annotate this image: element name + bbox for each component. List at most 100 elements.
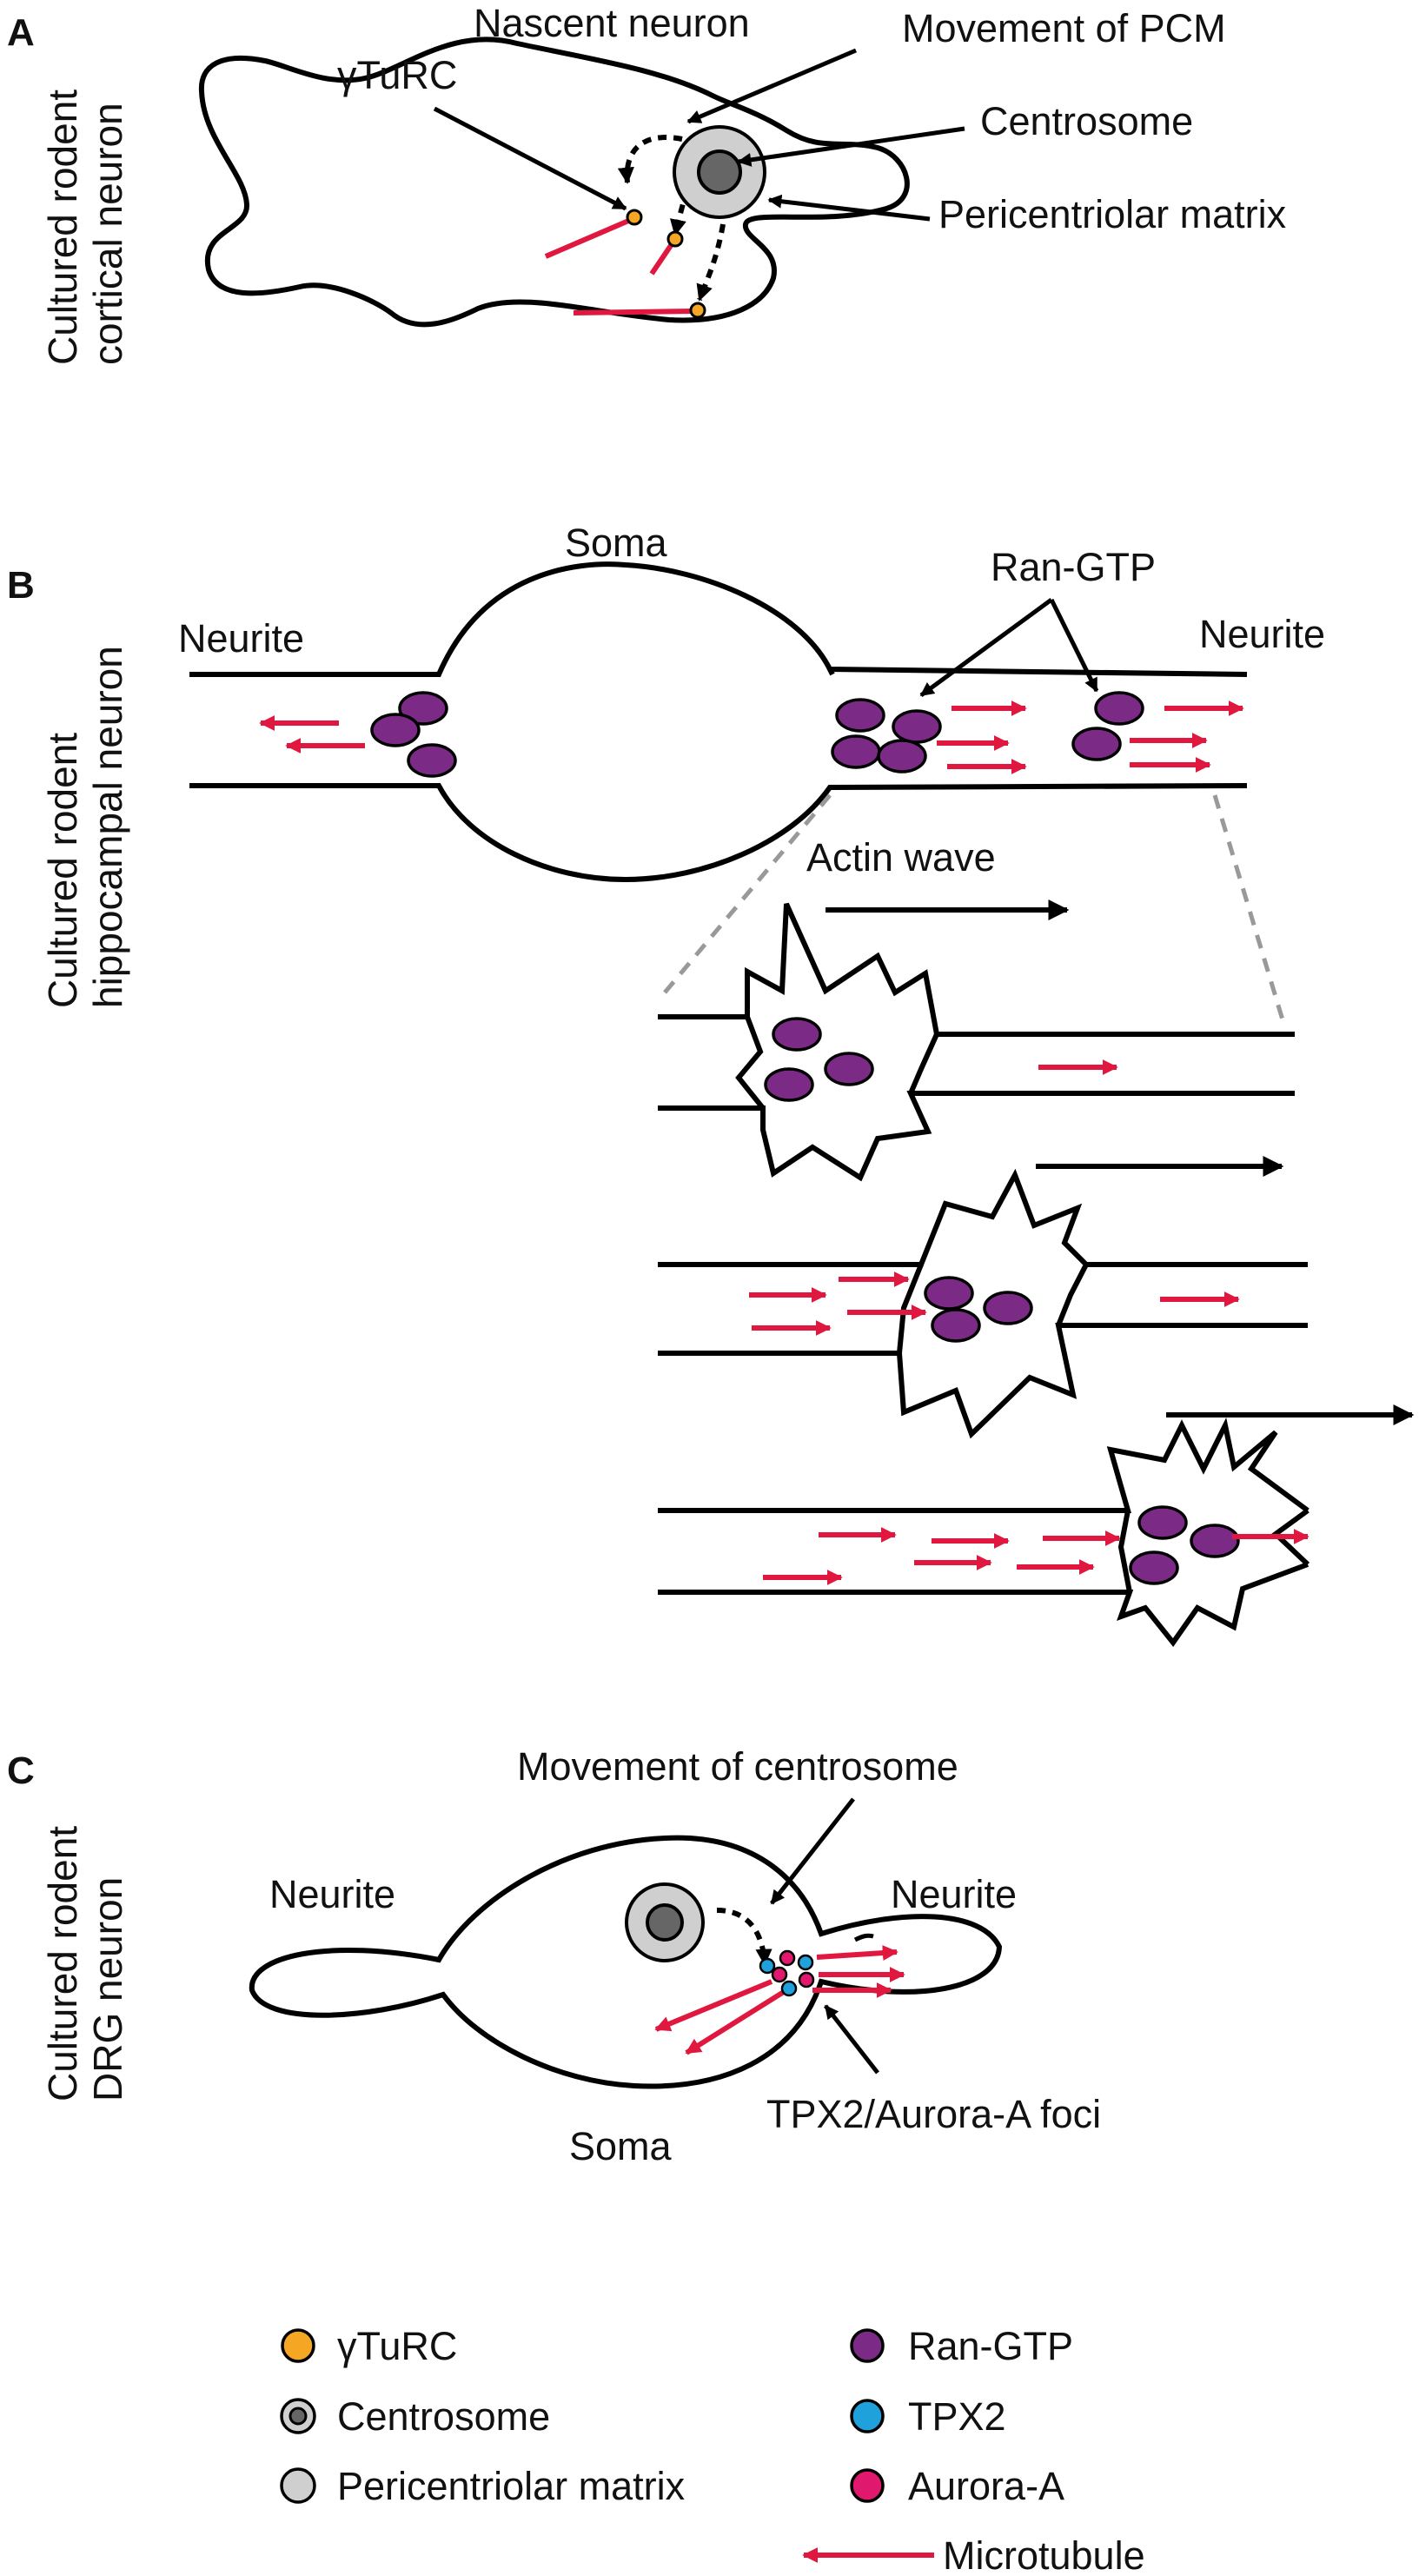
gamma-turc-swatch <box>281 2328 315 2363</box>
ran-gtp <box>831 734 881 769</box>
microtubule <box>544 216 634 259</box>
centrosome-pointer <box>737 126 965 167</box>
panel-b-letter: B <box>7 564 35 607</box>
tpx2-swatch <box>850 2399 885 2433</box>
microtubule-arrows <box>259 700 1244 774</box>
ran-gtp <box>1071 727 1122 761</box>
centrosome <box>697 149 742 195</box>
legend-item-gamma-turc: γTuRC <box>281 2324 457 2368</box>
panel-a-letter: A <box>7 11 35 54</box>
gamma-turc <box>626 209 643 226</box>
foci-pointer <box>824 2004 879 2075</box>
legend: γTuRC Centrosome Pericentriolar matrix R… <box>280 2324 1145 2576</box>
legend-item-tpx2: TPX2 <box>850 2394 1006 2439</box>
drg-neuron-outline <box>249 1835 1003 2089</box>
ran-gtp-pointer <box>919 597 1053 698</box>
pcm-movement-path <box>696 223 726 302</box>
svg-text:TPX2: TPX2 <box>908 2394 1006 2439</box>
neurite-pointer <box>853 1933 874 1942</box>
ran-gtp <box>931 1308 981 1343</box>
microtubule <box>649 240 676 276</box>
neurite-right-label: Neurite <box>891 1872 1017 1916</box>
tpx2-aurora-foci <box>759 1949 815 1997</box>
ran-gtp-swatch <box>850 2328 885 2363</box>
microtubule <box>654 1979 773 2032</box>
ran-gtp <box>877 739 927 773</box>
pcm-pointer <box>767 194 931 222</box>
ran-gtp <box>772 1017 822 1052</box>
pcm-swatch <box>280 2467 316 2504</box>
legend-item-aurora-a: Aurora-A <box>850 2464 1064 2508</box>
centrosome-movement-path <box>716 1908 772 1966</box>
panel-c-letter: C <box>7 1749 35 1792</box>
movement-pcm-label: Movement of PCM <box>902 6 1226 50</box>
ran-gtp <box>1094 691 1144 726</box>
microtubule <box>816 1945 898 1962</box>
svg-text:Microtubule: Microtubule <box>943 2533 1145 2576</box>
movement-centrosome-pointer <box>770 1797 855 1905</box>
ran-gtp <box>983 1291 1033 1325</box>
panel-b: B Cultured rodent hippocampal neuron <box>7 521 1415 1648</box>
svg-text:Pericentriolar matrix: Pericentriolar matrix <box>337 2464 686 2508</box>
gamma-turc <box>689 302 706 319</box>
foci-label: TPX2/Aurora-A foci <box>766 2092 1101 2136</box>
actin-wave-label: Actin wave <box>806 835 996 880</box>
panel-a-side-label: Cultured rodent cortical neuron <box>40 90 130 365</box>
ran-gtp <box>398 691 448 726</box>
panel-b-side-label: Cultured rodent hippocampal neuron <box>40 646 130 1008</box>
gamma-turc-label: γTuRC <box>337 53 457 97</box>
svg-text:Cultured rodent: Cultured rodent <box>40 733 85 1008</box>
svg-text:DRG neuron: DRG neuron <box>85 1877 130 2101</box>
ran-gtp <box>924 1276 974 1311</box>
svg-text:Cultured rodent: Cultured rodent <box>40 90 85 365</box>
microtubule <box>685 1988 788 2055</box>
aurora-a <box>779 1949 796 1967</box>
tpx2 <box>797 1954 814 1971</box>
svg-text:Centrosome: Centrosome <box>337 2394 550 2439</box>
legend-item-microtubule: Microtubule <box>802 2533 1145 2576</box>
neurite-left-label: Neurite <box>178 616 304 661</box>
ran-gtp-pointer <box>1049 598 1099 693</box>
actin-wave-stage-2 <box>658 1168 1308 1439</box>
actin-wave-stage-1 <box>658 902 1295 1182</box>
microtubule <box>573 309 694 315</box>
soma-label: Soma <box>565 521 668 565</box>
ran-gtp <box>892 709 942 744</box>
ran-gtp-label: Ran-GTP <box>991 545 1156 589</box>
centrosome-label: Centrosome <box>980 99 1193 143</box>
zoom-guide <box>1212 794 1287 1026</box>
tpx2 <box>759 1957 776 1975</box>
aurora-a <box>771 1966 788 1983</box>
svg-text:Aurora-A: Aurora-A <box>908 2464 1064 2508</box>
neurite-right-label: Neurite <box>1199 612 1325 656</box>
gamma-turc-pointer <box>433 106 627 211</box>
tpx2 <box>780 1980 798 1997</box>
panel-c-side-label: Cultured rodent DRG neuron <box>40 1826 130 2101</box>
legend-item-ran-gtp: Ran-GTP <box>850 2324 1073 2368</box>
ran-gtp <box>824 1052 874 1086</box>
panel-c: C Cultured rodent DRG neuron Movement of <box>7 1744 1101 2168</box>
svg-text:hippocampal neuron: hippocampal neuron <box>85 646 130 1008</box>
ran-gtp <box>835 698 885 733</box>
gamma-turc <box>666 230 684 248</box>
ran-gtp <box>370 713 421 747</box>
nascent-neuron-outline <box>198 37 910 328</box>
ran-gtp <box>1129 1550 1179 1585</box>
ran-gtp <box>764 1067 814 1102</box>
panel-a: A Cultured rodent cortical neuron Nascen… <box>7 1 1287 365</box>
svg-text:Ran-GTP: Ran-GTP <box>908 2324 1073 2368</box>
nascent-neuron-label: Nascent neuron <box>474 1 750 45</box>
ran-gtp-group <box>370 691 1144 778</box>
actin-wave-stage-3 <box>658 1417 1310 1648</box>
centrosome <box>646 1903 684 1942</box>
zoom-guide <box>659 793 832 999</box>
svg-text:cortical neuron: cortical neuron <box>85 103 130 365</box>
pcm-label: Pericentriolar matrix <box>938 192 1287 236</box>
aurora-a <box>798 1971 815 1988</box>
neurite-left-label: Neurite <box>269 1872 395 1916</box>
hippocampal-neuron-outline <box>189 561 1248 883</box>
svg-text:γTuRC: γTuRC <box>337 2324 457 2368</box>
ran-gtp <box>1190 1524 1240 1558</box>
legend-item-pcm: Pericentriolar matrix <box>280 2464 686 2508</box>
